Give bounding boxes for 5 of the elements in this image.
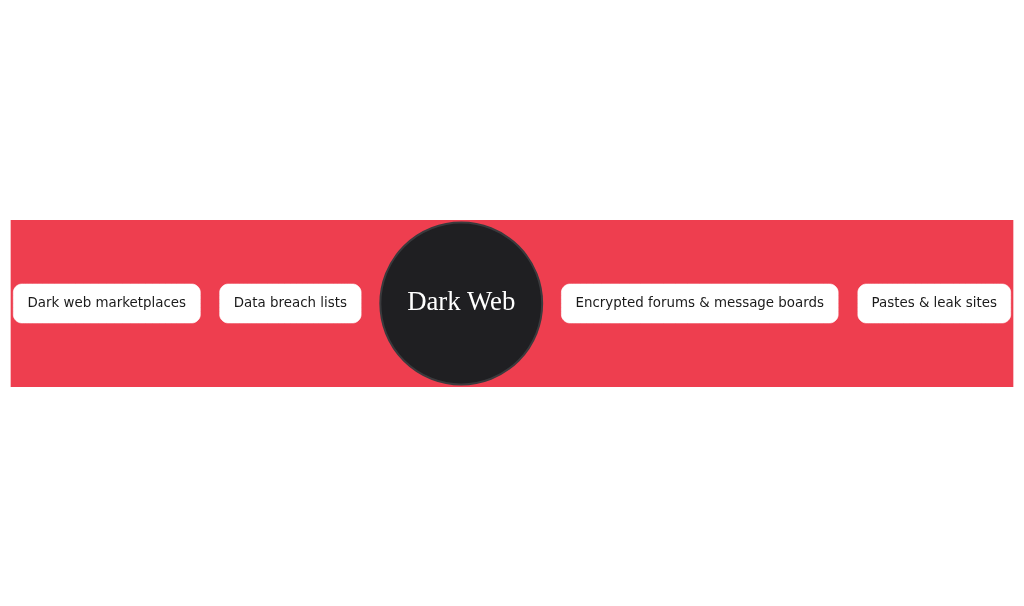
node-circle: Dark Web (379, 221, 544, 385)
node-box: Data breach lists (219, 283, 362, 323)
node-box: Encrypted forums & message boards (561, 283, 839, 323)
node-box: Dark web marketplaces (13, 283, 201, 323)
node-box: Pastes & leak sites (857, 283, 1011, 323)
